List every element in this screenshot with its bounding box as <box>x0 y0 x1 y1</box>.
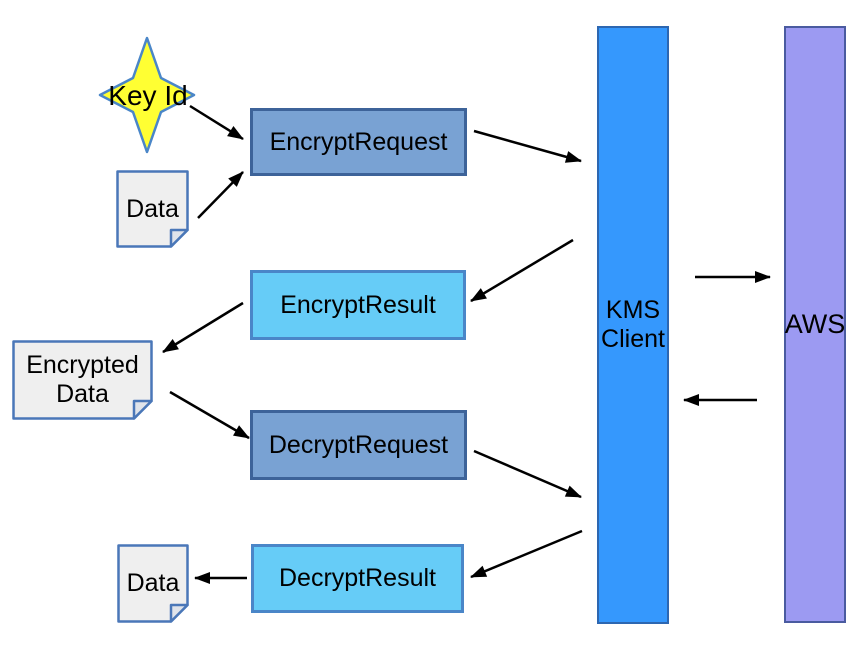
node-decrypt-request: DecryptRequest <box>250 410 467 480</box>
node-encrypt-result: EncryptResult <box>250 270 466 340</box>
decrypt-result-label: DecryptResult <box>279 564 436 592</box>
arrow-encdata-to-decryptrequest <box>169 390 250 440</box>
node-encrypted-data: Encrypted Data <box>12 340 153 420</box>
node-kms-client: KMS Client <box>597 26 669 624</box>
arrow-data-to-encryptrequest <box>197 171 244 219</box>
encrypt-result-label: EncryptResult <box>280 290 436 319</box>
key-id-star-icon <box>98 36 196 154</box>
aws-label: AWS <box>784 309 846 339</box>
node-key-id: Key Id <box>96 34 200 158</box>
decrypt-request-label: DecryptRequest <box>268 430 449 459</box>
encrypt-request-label: EncryptRequest <box>269 127 448 156</box>
note-shape <box>116 170 189 248</box>
note-shape <box>117 544 189 623</box>
arrow-kms-to-decryptresult <box>470 529 583 579</box>
data-out-label: Data <box>126 569 180 598</box>
note-shape <box>12 340 153 420</box>
kms-client-label: KMS Client <box>601 296 665 353</box>
node-encrypt-request: EncryptRequest <box>250 108 467 176</box>
arrow-decryptrequest-to-kms <box>473 449 582 499</box>
node-data-out: Data <box>117 544 189 623</box>
arrow-encryptresult-to-encdata <box>162 301 244 354</box>
arrow-kms-to-encryptresult <box>470 238 574 303</box>
node-aws: AWS <box>784 26 846 623</box>
node-decrypt-result: DecryptResult <box>251 544 464 613</box>
data-in-label: Data <box>126 194 179 223</box>
encrypted-data-label: Encrypted Data <box>26 351 139 408</box>
key-id-label: Key Id <box>108 79 188 111</box>
arrow-encryptrequest-to-kms <box>473 129 582 163</box>
node-data-in: Data <box>116 170 189 248</box>
